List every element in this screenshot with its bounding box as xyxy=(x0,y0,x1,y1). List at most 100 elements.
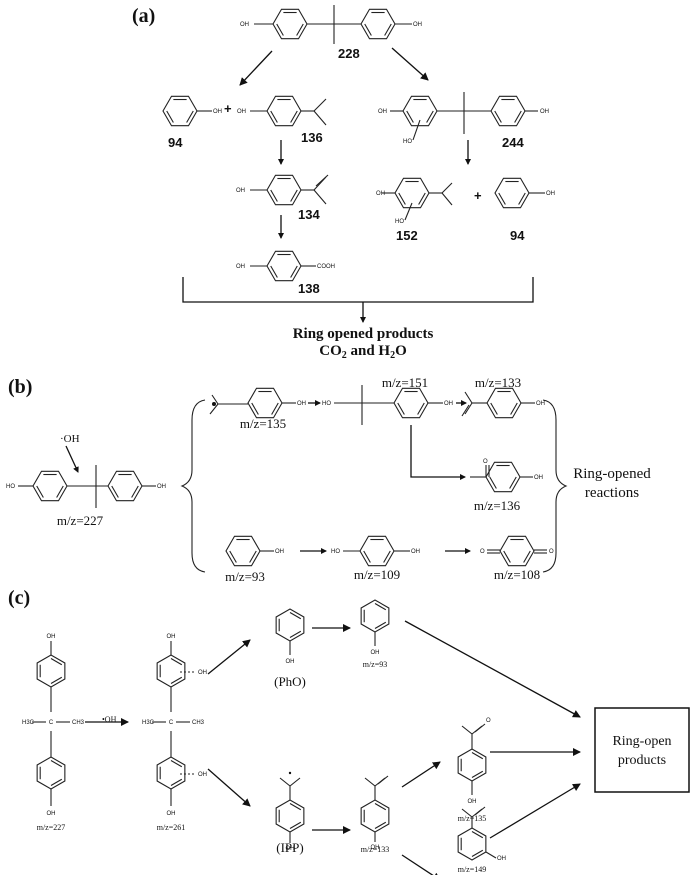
double-bond xyxy=(36,485,44,498)
double-bond xyxy=(383,550,391,563)
double-bond xyxy=(229,550,237,563)
group-label: O xyxy=(549,549,554,555)
mass-label-244: 244 xyxy=(502,135,524,150)
double-bond xyxy=(289,612,302,620)
bond xyxy=(464,402,473,415)
double-bond xyxy=(406,110,414,123)
benzene-ring xyxy=(494,177,530,209)
molecule-m109: HO OH xyxy=(331,535,420,567)
double-bond xyxy=(523,550,531,563)
molecule-m135: OH xyxy=(209,387,321,419)
group-label: OH xyxy=(444,401,453,407)
group-label: COOH xyxy=(317,264,335,270)
group-label: OH xyxy=(297,401,306,407)
benzene-ring xyxy=(275,608,305,642)
bond xyxy=(474,723,486,733)
bond xyxy=(377,775,389,785)
double-bond xyxy=(498,192,506,205)
double-bond xyxy=(471,849,484,857)
group-label: OH xyxy=(275,549,284,555)
group-label: H3C xyxy=(142,720,155,726)
bond xyxy=(441,182,453,194)
group-label: OH xyxy=(240,22,249,28)
ring-open-products-box xyxy=(594,707,690,793)
molecule-c-m149: OH xyxy=(457,806,506,862)
mass-label-228: 228 xyxy=(338,46,360,61)
molecule-m93: OH xyxy=(225,535,284,567)
group-label: OH xyxy=(236,188,245,194)
mass-label-94-right: 94 xyxy=(510,228,525,243)
result-label-line1: Ring-opened xyxy=(573,466,651,482)
molecule-phenol-a-right: OH xyxy=(494,177,555,209)
molecule-pho: OH xyxy=(275,608,305,665)
double-bond xyxy=(510,402,518,415)
radical-dot xyxy=(212,402,216,406)
double-bond xyxy=(397,402,405,415)
mass-label-152: 152 xyxy=(396,228,418,243)
double-bond xyxy=(289,821,302,829)
double-bond xyxy=(417,402,425,415)
benzene-ring xyxy=(359,535,395,567)
final-products-line2: CO2 and H2O xyxy=(319,343,407,361)
double-bond xyxy=(290,189,298,202)
double-bond xyxy=(249,550,257,563)
group-label: OH xyxy=(376,191,385,197)
bond xyxy=(474,806,486,816)
group-label: OH xyxy=(286,659,295,665)
label-pho: (PhO) xyxy=(274,674,306,689)
double-bond xyxy=(186,110,194,123)
group-label: OH xyxy=(536,401,545,407)
double-bond xyxy=(270,110,278,123)
double-bond xyxy=(503,550,511,563)
bond xyxy=(364,777,376,787)
group-label: OH xyxy=(157,484,166,490)
double-bond xyxy=(374,603,387,611)
group-label: OH xyxy=(237,109,246,115)
benzene-ring xyxy=(36,654,66,688)
right-brace-b xyxy=(542,399,568,573)
double-bond xyxy=(471,770,484,778)
arrow-to-ipp xyxy=(207,768,251,807)
benzene-ring xyxy=(162,95,198,127)
benzene-ring xyxy=(490,95,526,127)
benzene-ring xyxy=(275,799,305,833)
result-label-line2: reactions xyxy=(585,485,639,501)
double-bond xyxy=(56,485,64,498)
mass-label-c-133: m/z=133 xyxy=(361,845,390,854)
bond xyxy=(313,110,327,126)
double-bond xyxy=(290,110,298,123)
double-bond xyxy=(170,676,183,684)
benzene-ring xyxy=(360,599,390,633)
final-products-line1: Ring opened products xyxy=(293,326,434,342)
benzene-ring xyxy=(107,470,143,502)
group-label: OH xyxy=(411,549,420,555)
benzene-ring xyxy=(266,174,302,206)
molecule-m133: OH xyxy=(461,387,545,419)
group-label: HO xyxy=(331,549,340,555)
mass-label-b-108: m/z=108 xyxy=(494,567,540,582)
double-bond xyxy=(489,476,497,489)
bond xyxy=(441,192,453,206)
reagent-oh: •OH xyxy=(102,715,117,724)
group-label: OH xyxy=(167,634,176,640)
double-bond xyxy=(50,778,63,786)
mass-label-b-93: m/z=93 xyxy=(225,569,265,584)
mass-label-94-left: 94 xyxy=(168,135,183,150)
bond xyxy=(464,391,473,404)
molecule-ipp: OH xyxy=(275,771,305,852)
bond xyxy=(289,777,301,787)
bond xyxy=(485,851,497,859)
benzene-ring xyxy=(225,535,261,567)
double-bond xyxy=(471,752,484,760)
benzene-ring xyxy=(156,756,186,790)
bracket-a xyxy=(182,277,534,303)
benzene-ring xyxy=(360,8,396,40)
mass-label-b-136: m/z=136 xyxy=(474,498,521,513)
molecule-isopropenylphenol: OH xyxy=(236,174,329,206)
group-label: OH xyxy=(198,670,207,676)
bond xyxy=(279,777,291,787)
